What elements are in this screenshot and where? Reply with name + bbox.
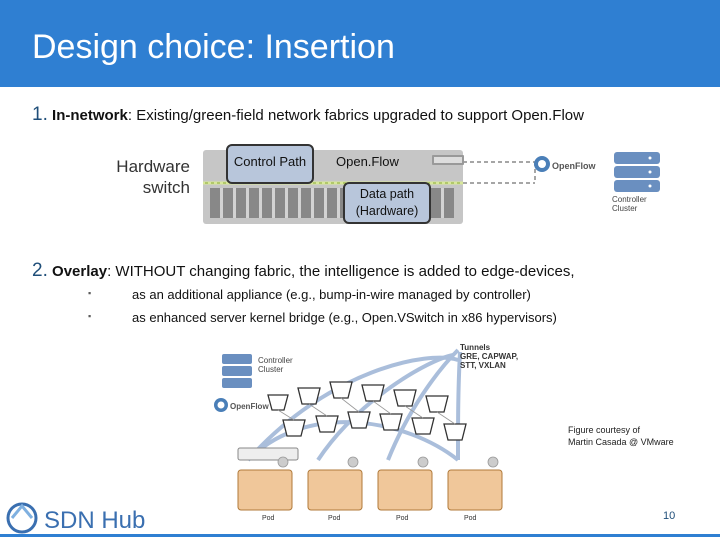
item-2-term: Overlay [52, 263, 108, 280]
controller-cluster-label: Controller Cluster [258, 356, 293, 374]
item-1: 1. In-network: Existing/green-field netw… [32, 104, 584, 126]
item-2: 2. Overlay: WITHOUT changing fabric, the… [32, 260, 575, 282]
svg-text:OpenFlow: OpenFlow [552, 161, 596, 171]
bullet-icon: ▪ [88, 288, 92, 298]
openflow-logo-icon: OpenFlow [214, 398, 269, 412]
title-bar [0, 0, 720, 87]
server-stack-icon [614, 152, 660, 192]
item-1-term: In-network [52, 107, 128, 124]
item-2-text: : WITHOUT changing fabric, the intellige… [107, 263, 575, 280]
hardware-switch-label: Hardware switch [116, 157, 190, 197]
slide-title: Design choice: Insertion [32, 28, 395, 66]
item-1-text: : Existing/green-field network fabrics u… [127, 107, 584, 124]
controller-cluster-label: Controller Cluster [612, 195, 647, 213]
pod-label: Pod [396, 515, 409, 522]
bullet-icon: ▪ [88, 311, 92, 321]
server-stack-icon [222, 354, 252, 388]
openflow-logo-icon: OpenFlow [534, 156, 596, 172]
control-path-label: Control Path [233, 154, 307, 169]
page-number: 10 [663, 510, 676, 522]
openflow-label: Open.Flow [336, 154, 399, 169]
svg-text:OpenFlow: OpenFlow [230, 402, 269, 411]
data-path-label: Data path (Hardware) [355, 187, 419, 218]
pod-label: Pod [464, 515, 477, 522]
figure-credit: Figure courtesy of Martin Casada @ VMwar… [568, 425, 674, 447]
pod-group [237, 469, 503, 511]
sdn-hub-logo-icon [6, 502, 38, 534]
footer-line [0, 534, 720, 537]
pod-label: Pod [328, 515, 341, 522]
pod-label: Pod [262, 515, 275, 522]
sdn-hub-brand: SDN Hub [44, 507, 146, 534]
item-2-number: 2. [32, 260, 48, 281]
overlay-network-diagram [237, 348, 503, 511]
item-1-number: 1. [32, 104, 48, 125]
control-path-box [226, 144, 314, 184]
data-path-box [343, 182, 431, 224]
tunnels-label: Tunnels GRE, CAPWAP, STT, VXLAN [460, 343, 519, 370]
